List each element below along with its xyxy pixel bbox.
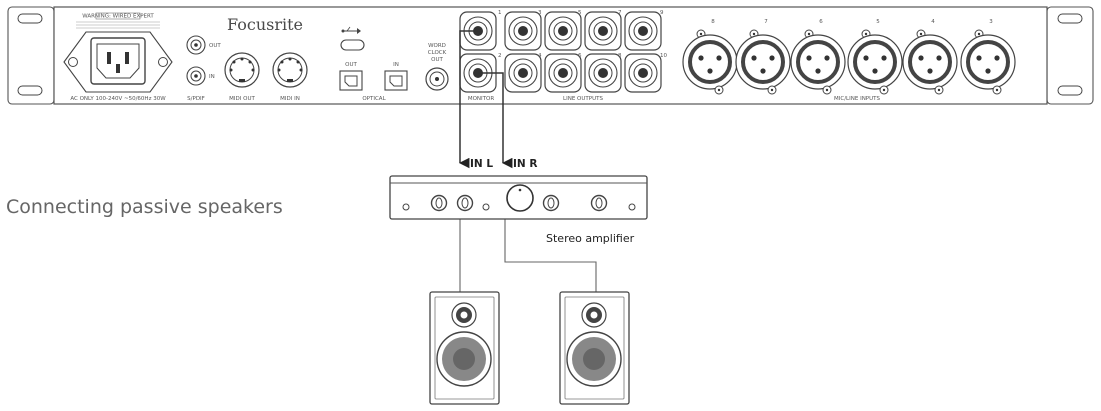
spdif-out-label: OUT — [209, 43, 221, 49]
xlr-number: 6 — [819, 19, 823, 25]
usb-icon — [341, 26, 361, 34]
tweeter — [581, 302, 607, 328]
xlr-input-5 — [847, 29, 903, 95]
amplifier-label: Stereo amplifier — [546, 232, 635, 245]
xlr-number: 3 — [989, 19, 993, 25]
jack-number: 1 — [498, 10, 502, 16]
indicator-led — [628, 203, 636, 211]
jack-8 — [584, 53, 622, 93]
rack-ear-right-slot-bottom — [1057, 85, 1083, 96]
amp-knob-4 — [590, 194, 608, 212]
xlr-input-7 — [735, 29, 791, 95]
rack-ear-left-slot-bottom — [17, 85, 43, 96]
jack-number: 8 — [618, 53, 622, 59]
optical-out-port — [339, 70, 363, 91]
rack-ear-right-slot-top — [1057, 13, 1083, 24]
jack-number: 5 — [578, 10, 582, 16]
midi-in-label: MIDI IN — [280, 96, 300, 102]
mic-line-inputs-label: MIC/LINE INPUTS — [834, 96, 881, 102]
jack-9 — [624, 11, 662, 51]
jack-number: 2 — [498, 53, 502, 59]
cable-in-right — [478, 72, 513, 169]
xlr-input-6 — [790, 29, 846, 95]
amp-knob-2 — [456, 194, 474, 212]
indicator-led — [482, 203, 490, 211]
stereo-amplifier — [389, 175, 648, 220]
amp-input-right-label: IN R — [513, 158, 537, 170]
cables — [458, 30, 597, 292]
optical-label: OPTICAL — [362, 96, 386, 102]
spdif-in-label: IN — [209, 74, 215, 80]
xlr-number: 5 — [876, 19, 880, 25]
word-clock-label-3: OUT — [431, 57, 443, 63]
jack-10 — [624, 53, 662, 93]
xlr-input-8 — [682, 29, 738, 95]
speaker-left — [429, 291, 500, 405]
woofer — [436, 331, 492, 387]
amp-knob-3 — [542, 194, 560, 212]
power-led — [402, 203, 410, 211]
optical-out-label: OUT — [345, 62, 357, 68]
optical-in-label: IN — [393, 62, 399, 68]
line-output-jacks — [459, 11, 662, 93]
jack-7 — [584, 11, 622, 51]
jack-number: 4 — [538, 53, 542, 59]
line-outputs-label: LINE OUTPUTS — [563, 96, 603, 102]
rack-ear-left-slot-top — [17, 13, 43, 24]
spdif-label: S/PDIF — [187, 96, 205, 102]
speaker-wire-right — [504, 219, 597, 292]
power-inlet — [63, 31, 173, 93]
midi-in-port — [272, 52, 308, 88]
midi-out-label: MIDI OUT — [229, 96, 255, 102]
xlr-number: 7 — [764, 19, 768, 25]
word-clock-label-1: WORD — [428, 43, 446, 49]
volume-knob — [506, 184, 534, 212]
word-clock-bnc — [425, 67, 449, 91]
word-clock-label-2: CLOCK — [428, 50, 447, 56]
jack-4 — [504, 53, 542, 93]
optical-in-port — [384, 70, 408, 91]
amp-knob-1 — [430, 194, 448, 212]
mic-line-inputs — [682, 29, 1016, 95]
jack-number: 6 — [578, 53, 582, 59]
xlr-number: 8 — [711, 19, 715, 25]
rear-panel: WARNING: WIRED EXPERT AC ONLY 100-240V ~… — [7, 6, 1094, 105]
spdif-in-jack — [186, 66, 206, 86]
jack-number: 10 — [660, 53, 667, 59]
diagram-caption: Connecting passive speakers — [6, 196, 283, 218]
jack-number: 3 — [538, 10, 542, 16]
warning-label-box — [95, 12, 141, 20]
jack-number: 9 — [660, 10, 664, 16]
amp-input-left-label: IN L — [470, 158, 493, 170]
xlr-number: 4 — [931, 19, 935, 25]
midi-out-port — [224, 52, 260, 88]
jack-3 — [504, 11, 542, 51]
warning-label: WARNING: WIRED EXPERT — [82, 14, 154, 20]
speaker-right — [559, 291, 630, 405]
brand-logo: Focusrite — [227, 15, 303, 34]
tweeter — [451, 302, 477, 328]
usb-port — [340, 39, 365, 51]
woofer — [566, 331, 622, 387]
jack-5 — [544, 11, 582, 51]
jack-6 — [544, 53, 582, 93]
jack-number: 7 — [618, 10, 622, 16]
power-rating-label: AC ONLY 100-240V ~50/60Hz 30W — [70, 96, 166, 102]
monitor-label: MONITOR — [468, 96, 494, 102]
cable-in-left — [458, 30, 478, 169]
xlr-input-4 — [902, 29, 958, 95]
spdif-out-jack — [186, 35, 206, 55]
xlr-input-3 — [960, 29, 1016, 95]
